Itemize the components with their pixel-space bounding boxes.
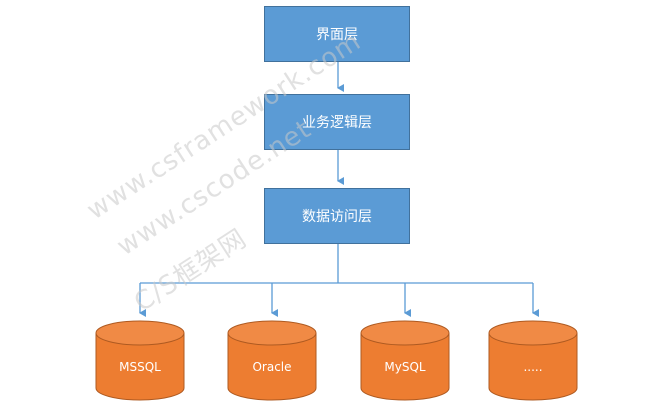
layer-box-data-access: 数据访问层 [264,188,410,244]
db-label-oracle: Oracle [252,360,292,374]
db-cylinder-oracle [227,320,317,401]
db-cylinder-more [488,320,578,401]
db-cylinder-mssql [95,320,185,401]
db-label-mssql: MSSQL [119,360,161,374]
layer-box-business: 业务逻辑层 [264,94,410,150]
layer-box-ui: 界面层 [264,6,410,62]
db-label-more: ..... [523,360,543,374]
db-cylinder-mysql [360,320,450,401]
db-label-mysql: MySQL [384,360,426,374]
